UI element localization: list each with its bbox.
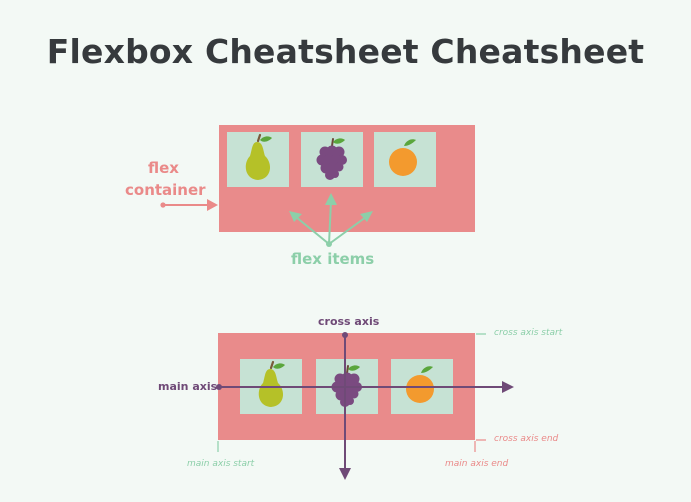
flex-container-label-line1: flex: [148, 159, 179, 177]
main-axis-label: main axis: [158, 380, 218, 393]
main-axis-start-label: main axis start: [187, 459, 255, 469]
cross-axis-label: cross axis: [318, 315, 380, 328]
grapes-icon: [331, 365, 362, 407]
flex-item-orange-2: [391, 359, 453, 414]
flex-item-pear: [227, 132, 289, 187]
flex-item-grapes: [301, 132, 363, 187]
flex-item-orange: [374, 132, 436, 187]
pear-icon: [258, 360, 285, 407]
orange-icon: [406, 366, 434, 403]
orange-icon: [389, 139, 417, 176]
flex-item-grapes-2: [316, 359, 378, 414]
main-axis-end-label: main axis end: [445, 459, 509, 469]
grapes-icon: [316, 138, 347, 180]
pear-icon: [245, 133, 272, 180]
cross-axis-end-label: cross axis end: [494, 434, 559, 444]
page-title: Flexbox Cheatsheet Cheatsheet: [46, 32, 645, 71]
flex-container-label-line2: container: [125, 181, 206, 199]
flex-item-pear-2: [240, 359, 302, 414]
flex-container-arrow: [160, 199, 218, 211]
cross-axis-start-label: cross axis start: [494, 328, 563, 338]
flex-items-label: flex items: [291, 250, 375, 268]
